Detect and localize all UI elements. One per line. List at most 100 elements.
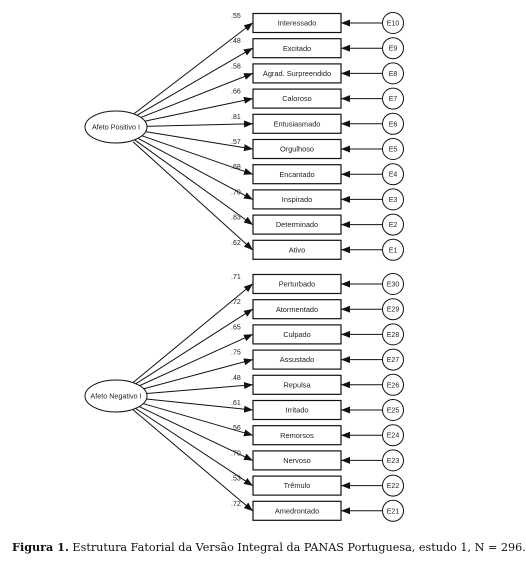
error-label: E4 (389, 172, 398, 179)
loading-arrow (132, 96, 253, 125)
loading-arrow (132, 129, 253, 152)
error-circle (382, 449, 404, 472)
item-box (252, 12, 342, 34)
error-circle (382, 112, 404, 135)
loading-arrow (132, 141, 253, 251)
latent-factor-label: Afeto Positivo I (92, 123, 140, 132)
loading-label: .48 (231, 375, 241, 382)
item-label: Encantado (279, 170, 314, 179)
figure-caption: Figura 1. Estrutura Fatorial da Versão I… (12, 540, 526, 554)
loading-arrow (133, 120, 253, 128)
item-box (252, 450, 342, 471)
item-box (252, 399, 342, 421)
item-box (252, 273, 342, 295)
item-box (252, 475, 342, 496)
error-circle (382, 62, 404, 85)
error-circle (382, 12, 404, 34)
loading-label: .65 (231, 324, 241, 331)
error-label: E5 (389, 147, 398, 154)
item-box (252, 189, 342, 210)
latent-factor-label: Afeto Negativo I (90, 392, 141, 401)
loading-label: .57 (231, 139, 241, 146)
item-label: Caloroso (282, 94, 312, 103)
error-circle (382, 399, 404, 421)
item-label: Orgulhoso (280, 145, 314, 154)
caption-label: Figura 1. (12, 540, 69, 554)
item-box (252, 374, 342, 395)
loading-arrow (132, 409, 253, 512)
item-label: Atormentado (276, 305, 318, 314)
item-box (252, 500, 342, 521)
error-label: E25 (387, 408, 400, 415)
loading-arrow (132, 22, 253, 115)
item-box (252, 425, 342, 446)
error-label: E30 (387, 282, 400, 289)
error-label: E1 (389, 247, 398, 254)
item-label: Culpado (283, 330, 311, 339)
loading-label: .70 (231, 450, 241, 457)
error-circle (382, 37, 404, 60)
item-label: Determinado (276, 220, 318, 229)
item-label: Nervoso (283, 456, 311, 465)
error-circle (382, 273, 404, 295)
error-label: E26 (387, 382, 400, 389)
latent-factor-ellipse (84, 379, 148, 413)
loading-label: .83 (231, 215, 241, 222)
error-circle (382, 499, 404, 522)
item-label: Assustado (280, 355, 315, 364)
item-box (252, 299, 342, 320)
error-circle (382, 238, 404, 261)
loading-label: .58 (231, 63, 241, 70)
error-label: E29 (387, 307, 400, 314)
item-box (252, 324, 342, 345)
item-label: Trêmulo (284, 481, 311, 490)
error-circle (382, 163, 404, 186)
loading-label: .71 (231, 274, 241, 281)
error-label: E27 (387, 357, 400, 364)
loading-label: .62 (231, 240, 241, 247)
error-circle (382, 424, 404, 447)
error-circle (382, 298, 404, 321)
loading-arrow (132, 283, 253, 383)
loading-label: .61 (231, 400, 241, 407)
loading-arrow (132, 400, 253, 437)
error-label: E21 (387, 508, 400, 515)
loading-arrow (132, 333, 253, 390)
loading-arrow (132, 308, 253, 387)
error-label: E2 (389, 222, 398, 229)
item-label: Excitado (283, 44, 311, 53)
loading-label: .81 (231, 114, 241, 121)
error-circle (382, 213, 404, 236)
latent-factor-ellipse (84, 110, 148, 144)
loading-label: .56 (231, 425, 241, 432)
item-label: Entusiasmado (274, 119, 321, 128)
loading-arrow (132, 397, 253, 413)
loading-arrow (132, 72, 253, 122)
item-box (252, 349, 342, 370)
loading-label: .75 (231, 350, 241, 357)
error-circle (382, 87, 404, 110)
error-circle (382, 323, 404, 346)
error-label: E3 (389, 197, 398, 204)
error-label: E9 (389, 46, 398, 53)
item-box (252, 113, 342, 134)
item-box (252, 239, 342, 260)
error-circle (382, 348, 404, 371)
loading-arrow (132, 406, 253, 487)
error-circle (382, 474, 404, 497)
loading-arrow (132, 138, 253, 226)
item-box (252, 138, 342, 160)
error-label: E10 (387, 21, 400, 28)
loading-arrow (132, 358, 253, 393)
loading-arrow (132, 403, 253, 461)
error-label: E28 (387, 332, 400, 339)
loading-label: .72 (231, 501, 241, 508)
loading-arrow (132, 132, 253, 175)
loading-label: .66 (231, 89, 241, 96)
item-label: Perturbado (279, 280, 316, 289)
error-label: E22 (387, 483, 400, 490)
